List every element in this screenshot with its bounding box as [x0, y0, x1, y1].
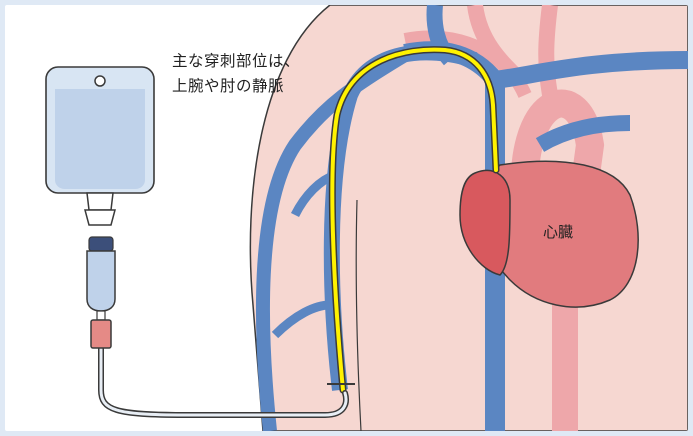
heart-label: 心臓	[543, 223, 574, 241]
arm-vein-branch-2	[271, 300, 331, 339]
iv-fluid	[55, 89, 145, 189]
drip-chamber-cap	[88, 236, 114, 252]
drip-chamber-nozzle	[96, 310, 106, 321]
right-atrium	[459, 169, 511, 276]
caption-line-2: 上腕や肘の静脈	[172, 77, 285, 95]
site-caption: 主な穿刺部位は、 上腕や肘の静脈	[172, 49, 300, 99]
drip-chamber-icon	[86, 236, 116, 349]
iv-bag-hanger-hole	[94, 75, 106, 87]
jugular-vein	[426, 5, 457, 66]
heart-icon	[459, 160, 639, 308]
illustration-frame: 主な穿刺部位は、 上腕や肘の静脈 心臓	[5, 5, 688, 431]
iv-bag-icon	[45, 66, 155, 226]
catheter-line-core	[330, 47, 498, 392]
iv-tube-inner	[99, 343, 348, 417]
iv-bag-port	[84, 209, 116, 226]
picc-diagram	[45, 5, 688, 431]
caption-line-1: 主な穿刺部位は、	[172, 52, 301, 70]
drip-chamber-body	[86, 250, 116, 312]
artery-branch-2	[538, 5, 558, 97]
iv-bag-neck	[86, 192, 114, 211]
tube-connector	[90, 319, 112, 349]
pulmonary-vein	[535, 115, 631, 152]
arm-crease	[355, 199, 362, 431]
